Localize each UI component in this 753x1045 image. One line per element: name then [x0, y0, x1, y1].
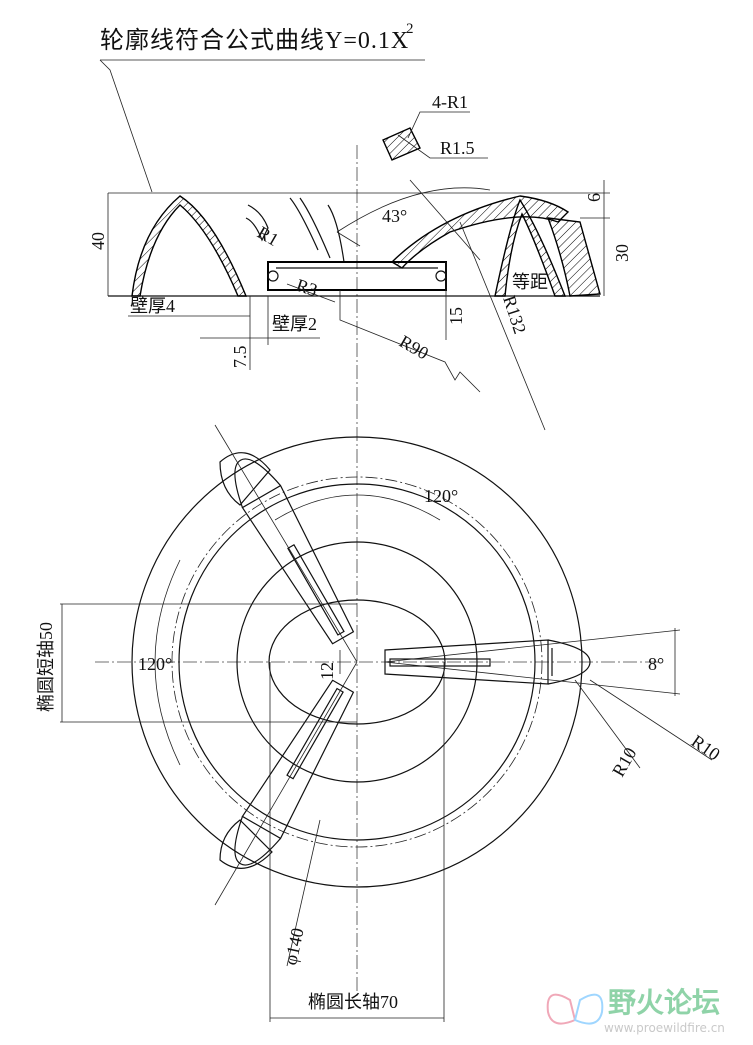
title-leader — [99, 59, 153, 193]
dim-30-text: 30 — [612, 244, 632, 262]
title-superscript: 2 — [406, 21, 414, 37]
label-diameter: φ140 — [280, 926, 307, 967]
blade-edge-1 — [289, 197, 319, 251]
angle-arc-left — [154, 559, 181, 766]
section-view: 4-R1 R1.5 43° R1 R3 R90 R132 40 30 6 15 — [88, 92, 632, 431]
angle-ray-lower — [214, 661, 358, 906]
label-small-radius: R1.5 — [440, 138, 475, 158]
hub-fillet-right — [435, 270, 447, 282]
label-major-axis: 椭圆长轴70 — [308, 992, 398, 1012]
blade-cap-upper — [219, 452, 271, 506]
title-block: 轮廓线符合公式曲线Y=0.1X 2 — [99, 21, 425, 193]
fillet-detail-section — [382, 127, 421, 161]
watermark-name: 野火论坛 — [608, 986, 720, 1019]
r15-leader — [397, 134, 488, 159]
title-text: 轮廓线符合公式曲线Y=0.1X — [100, 27, 409, 54]
diameter-leader — [286, 819, 321, 967]
label-r90: R90 — [396, 331, 432, 363]
hub-fillet-left — [267, 270, 279, 282]
angle-arc-43 — [336, 187, 491, 233]
blade-edge-3 — [327, 204, 345, 263]
label-fillet-count: 4-R1 — [432, 92, 468, 112]
inner-circle — [236, 541, 478, 783]
angle-ray-right-a — [384, 629, 681, 663]
label-angle-top: 120° — [424, 486, 458, 506]
outer-circle — [131, 436, 583, 888]
right-parabolic-wall — [494, 198, 567, 297]
label-equal-distance: 等距 — [512, 272, 548, 292]
angle-arc-top — [274, 494, 441, 521]
r10-leader-a — [574, 679, 641, 769]
label-minor-axis: 椭圆短轴50 — [36, 622, 56, 712]
blade-cap-lower — [219, 819, 273, 869]
label-r10-a: R10 — [608, 744, 640, 780]
label-fillet-r1: R1 — [254, 222, 282, 250]
blade-edge-2 — [299, 197, 331, 259]
pitch-circle — [171, 476, 543, 848]
middle-circle — [178, 483, 536, 841]
dim-40-text: 40 — [88, 232, 108, 250]
butterfly-logo-icon — [546, 993, 604, 1025]
label-angle-43: 43° — [382, 206, 407, 226]
left-parabolic-wall — [131, 195, 248, 297]
left-blade-cut — [245, 204, 269, 242]
label-center-gap: 12 — [317, 662, 337, 680]
dim-75-text: 7.5 — [230, 346, 250, 369]
plan-view: 120° 120° 8° 12 椭圆短轴50 椭圆长轴70 φ140 R10 R… — [36, 405, 724, 1022]
label-wall4: 壁厚4 — [130, 296, 175, 316]
dim-6-text: 6 — [584, 193, 604, 202]
r132-leader — [459, 221, 546, 431]
r10-leader-b — [589, 679, 713, 761]
r3-leader — [286, 283, 336, 303]
r90-leader — [339, 290, 481, 393]
angle-ray-right-b — [384, 661, 681, 695]
dim-15-text: 15 — [446, 307, 466, 325]
watermark-url: www.proewildfire.cn — [604, 1021, 725, 1035]
label-angle-right: 8° — [648, 654, 664, 674]
label-angle-left: 120° — [138, 654, 172, 674]
label-r10-b: R10 — [688, 731, 724, 765]
watermark: 野火论坛 www.proewildfire.cn — [546, 986, 725, 1035]
angle-ray-upper — [214, 424, 358, 663]
blade-upper-left — [234, 458, 355, 645]
right-rim-section — [546, 217, 601, 297]
fillet-detail-leader — [407, 111, 470, 139]
blade-lower-left — [234, 679, 355, 866]
angle-line-b — [336, 231, 361, 247]
label-wall2: 壁厚2 — [272, 314, 317, 334]
central-ellipse — [268, 599, 446, 725]
